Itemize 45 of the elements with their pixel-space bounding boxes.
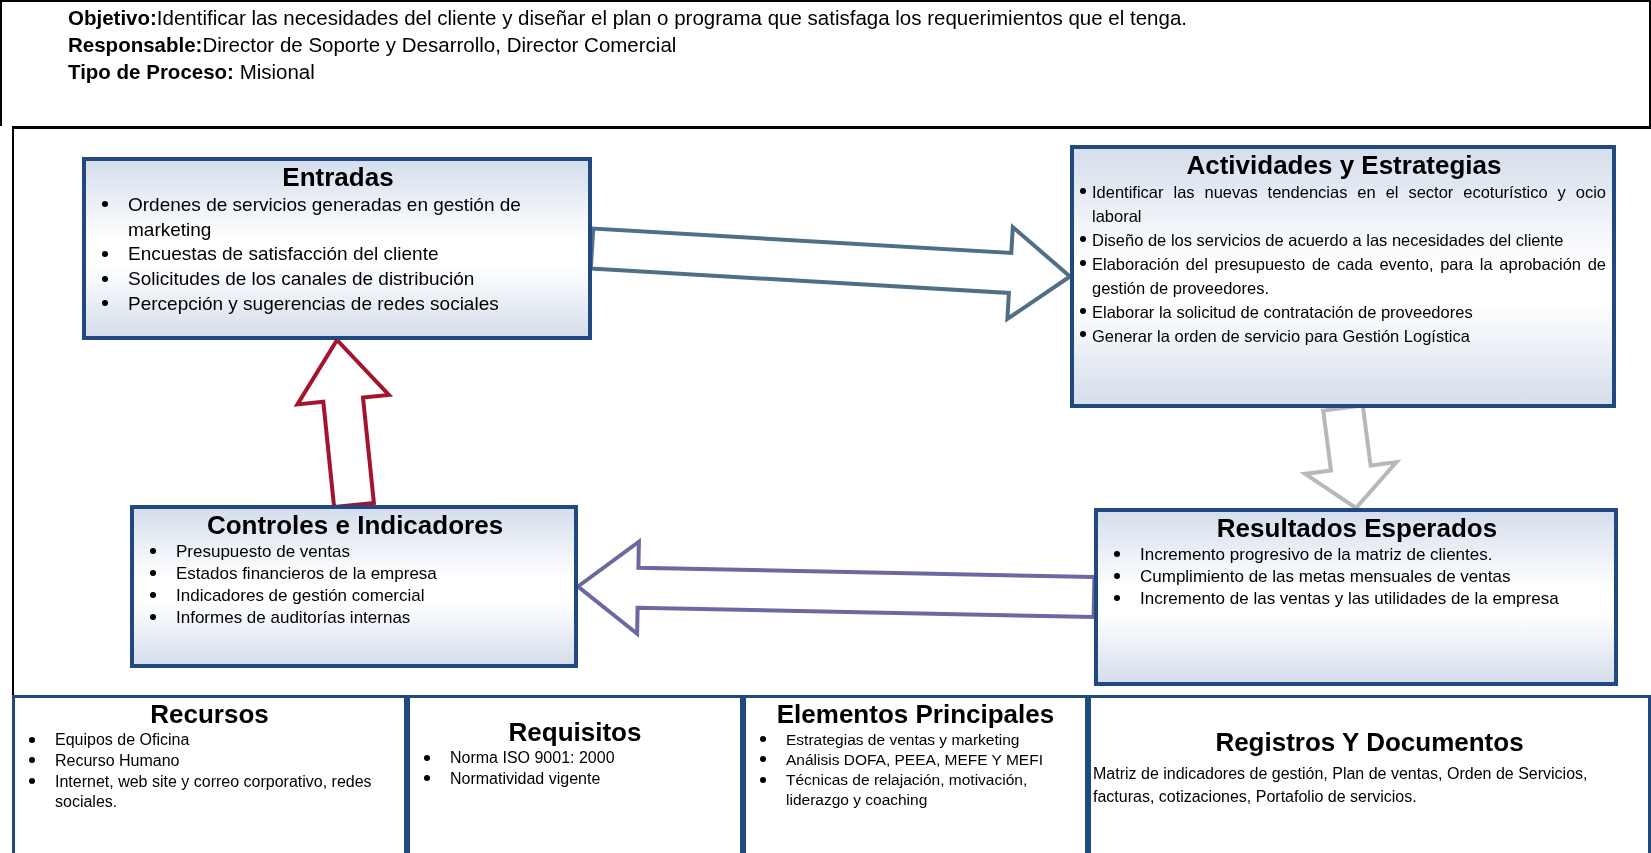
- bullet-item-text: Indicadores de gestión comercial: [176, 585, 426, 608]
- bullet-item-text: Equipos de Oficina: [55, 730, 191, 750]
- box-heading: Recursos: [149, 698, 270, 730]
- bullet-item-text: Estrategias de ventas y marketing: [786, 730, 1021, 750]
- box-heading: Controles e Indicadores: [205, 509, 505, 541]
- process-box: [130, 505, 578, 668]
- box-heading: Entradas: [281, 161, 395, 193]
- header-line: Objetivo:Identificar las necesidades del cliente y diseñar el plan o programa que satisfaga los requerimientos que el tenga.: [68, 5, 1189, 31]
- process-box: [82, 157, 592, 340]
- bullet-item-text: Diseño de los servicios de acuerdo a las necesidades del cliente: [1092, 229, 1565, 251]
- bullet-item-text: Identificar las nuevas tendencias en el sector ecoturístico y ocio laboral: [1092, 182, 1606, 227]
- bullet-item-text: Norma ISO 9001: 2000: [450, 748, 616, 768]
- bullet-item-text: Análisis DOFA, PEEA, MEFE Y MEFI: [786, 750, 1044, 771]
- box-heading: Resultados Esperados: [1215, 512, 1499, 544]
- bullet-item-text: Normatividad vigente: [450, 768, 602, 789]
- bullet-item-text: Percepción y sugerencias de redes sociales: [128, 291, 500, 316]
- bullet-item-text: Cumplimiento de las metas mensuales de ventas: [1140, 566, 1512, 589]
- process-box: [1070, 145, 1616, 408]
- bullet-item-text: Generar la orden de servicio para Gestión Logística: [1092, 325, 1471, 347]
- bullet-item-text: Incremento progresivo de la matriz de clientes.: [1140, 544, 1494, 566]
- bullet-item-text: Estados financieros de la empresa: [176, 563, 438, 586]
- info-panel: [743, 695, 1088, 853]
- info-panel: [12, 695, 407, 853]
- info-panel: [1088, 695, 1651, 853]
- bullet-item-text: Internet, web site y correo corporativo, redes sociales.: [55, 771, 373, 813]
- box-heading: Registros Y Documentos: [1214, 726, 1525, 758]
- box-heading: Requisitos: [507, 716, 643, 748]
- body-text: Matriz de indicadores de gestión, Plan de ventas, Orden de Servicios, facturas, cotizaciones, Portafolio de servicios.: [1092, 764, 1589, 807]
- header-line: Tipo de Proceso: Misional: [68, 59, 316, 85]
- process-header-panel: [0, 0, 1651, 126]
- bullet-item-text: Ordenes de servicios generadas en gestión de marketing: [128, 193, 522, 242]
- box-heading: Elementos Principales: [775, 698, 1056, 730]
- info-panel: [407, 695, 743, 853]
- bullet-item-text: Técnicas de relajación, motivación, liderazgo y coaching: [786, 770, 1029, 811]
- bullet-item-text: Elaboración del presupuesto de cada evento, para la aprobación de gestión de proveedores.: [1092, 253, 1606, 299]
- bullet-item-text: Encuestas de satisfacción del cliente: [128, 242, 440, 267]
- bullet-item-text: Informes de auditorías internas: [176, 607, 412, 630]
- bullet-item-text: Recurso Humano: [55, 750, 181, 771]
- bullet-item-text: Solicitudes de los canales de distribución: [128, 267, 476, 292]
- header-line: Responsable:Director de Soporte y Desarrollo, Director Comercial: [68, 32, 678, 58]
- bullet-item-text: Elaborar la solicitud de contratación de proveedores: [1092, 301, 1474, 323]
- bullet-item-text: Presupuesto de ventas: [176, 541, 351, 563]
- bullet-item-text: Incremento de las ventas y las utilidades de la empresa: [1140, 588, 1560, 611]
- process-box: [1094, 508, 1618, 686]
- box-heading: Actividades y Estrategias: [1185, 149, 1503, 181]
